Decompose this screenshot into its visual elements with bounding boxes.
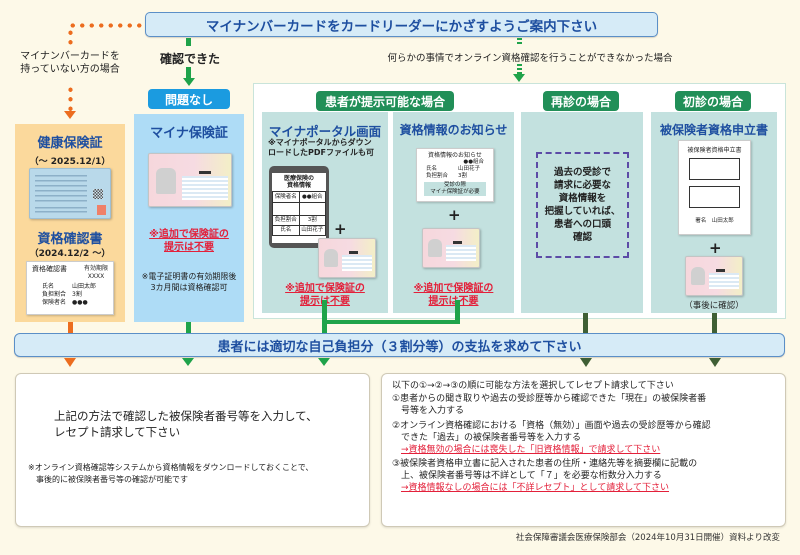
no-card-label: マイナンバーカードを 持っていない方の場合 <box>20 51 120 75</box>
result-box-confirmed: 上記の方法で確認した被保険者番号等を入力して、 レセプト請求して下さい ※オンラ… <box>15 373 370 527</box>
qualification-declaration-title: 被保険者資格申立書 <box>659 123 768 137</box>
my-number-card-image <box>422 228 480 268</box>
oral-confirmation-text: 過去の受診で 請求に必要な 資格情報を 把握していれば、 患者への口頭 確認 <box>544 167 621 243</box>
green-arrow-icon <box>183 78 195 86</box>
no-additional-card-note: ※追加で保険証の提示は不要 <box>413 283 494 307</box>
myna-portal-title: マイナポータル画面 <box>268 124 382 139</box>
confirmed-label: 確認できた <box>159 52 220 66</box>
billing-step-1: ①患者からの聞き取りや過去の受診歴等から確認できた「現在」の被保険者番 号等を入… <box>392 394 707 416</box>
my-number-card-image <box>318 238 376 278</box>
plus-icon: + <box>334 220 347 238</box>
billing-step-2: ②オンライン資格確認における「資格（無効）」画面や過去の受診歴等から確認 できた… <box>392 421 711 443</box>
my-number-card-image <box>685 256 743 296</box>
green-arrow-icon <box>182 358 194 366</box>
plus-icon: + <box>709 239 722 257</box>
myna-portal-subnote: ※マイナポータルからダウン ロードしたPDFファイルも可 <box>268 138 374 157</box>
no-problem-pill: 問題なし <box>148 89 230 109</box>
health-insurance-card-period: （～ 2025.12/1） <box>29 157 111 167</box>
my-number-card-image <box>148 153 232 207</box>
green-connector <box>186 38 191 46</box>
plus-icon: + <box>448 206 461 224</box>
download-note: ※オンライン資格確認等システムから資格情報をダウンロードしておくことで、 事後的… <box>28 463 314 484</box>
orange-arrow-icon <box>64 111 76 119</box>
health-insurance-card-box: 健康保険証 （～ 2025.12/1） 資格確認書 （2024.12/2 ～） … <box>15 124 125 322</box>
myna-insurance-card-box: マイナ保険証 ※追加で保険証の提示は不要 ※電子証明書の有効期限後 3カ月間は資… <box>134 114 244 322</box>
could-not-confirm-label: 何らかの事情でオンライン資格確認を行うことができなかった場合 <box>387 53 673 64</box>
green-arrow-icon <box>513 74 525 82</box>
health-insurance-card-image <box>29 168 111 219</box>
qualification-declaration-image: 被保険者資格申立書 署名 山田太郎 <box>678 140 751 235</box>
certificate-expiry-note: ※電子証明書の有効期限後 3カ月間は資格確認可 <box>141 272 237 292</box>
billing-step-3: ③被保険者資格申立書に記入された患者の住所・連絡先等を摘要欄に記載の 上、被保険… <box>392 459 698 481</box>
confirm-later-note: （事後に確認） <box>684 301 744 311</box>
green-arrow-icon <box>318 358 330 366</box>
no-additional-card-note: ※追加で保険証の提示は不要 <box>149 229 229 253</box>
myna-insurance-card-title: マイナ保険証 <box>150 126 228 141</box>
eligibility-certificate-title: 資格確認書 <box>37 232 103 247</box>
eligibility-certificate-period: （2024.12/2 ～） <box>29 249 111 259</box>
dark-green-arrow-icon <box>709 358 721 367</box>
eligibility-notice-title: 資格情報のお知らせ <box>399 123 508 137</box>
first-visit-case-pill: 初診の場合 <box>675 91 751 111</box>
oral-confirmation-box: 過去の受診で 請求に必要な 資格情報を 把握していれば、 患者への口頭 確認 <box>536 152 629 258</box>
payment-request-banner: 患者には適切な自己負担分（３割分等）の支払を求めて下さい <box>14 333 785 357</box>
revisit-column <box>521 112 643 313</box>
billing-instruction: 上記の方法で確認した被保険者番号等を入力して、 レセプト請求して下さい <box>54 409 318 439</box>
presentable-case-pill: 患者が提示可能な場合 <box>316 91 454 111</box>
orange-dotted-connector <box>68 23 144 28</box>
eligibility-notice-column <box>393 112 514 313</box>
dark-green-arrow-icon <box>580 358 592 367</box>
green-dashed-connector <box>517 38 522 46</box>
billing-steps-intro: 以下の①→②→③の順に可能な方法を選択してレセプト請求して下さい <box>392 381 674 391</box>
green-bracket-connector <box>322 300 327 333</box>
source-note: 社会保障審議会医療保険部会（2024年10月31日開催）資料より改変 <box>515 533 780 543</box>
top-banner: マイナンバーカードをカードリーダーにかざすようご案内下さい <box>145 12 658 37</box>
result-box-unconfirmed: 以下の①→②→③の順に可能な方法を選択してレセプト請求して下さい ①患者からの聞… <box>381 373 786 527</box>
health-insurance-card-title: 健康保険証 <box>37 136 103 151</box>
billing-step-3-red-note: →資格情報なしの場合には「不詳レセプト」として請求して下さい <box>401 483 670 493</box>
revisit-case-pill: 再診の場合 <box>543 91 619 111</box>
orange-arrow-icon <box>64 358 76 367</box>
billing-step-2-red-note: →資格無効の場合には喪失した「旧資格情報」で請求して下さい <box>401 445 661 455</box>
